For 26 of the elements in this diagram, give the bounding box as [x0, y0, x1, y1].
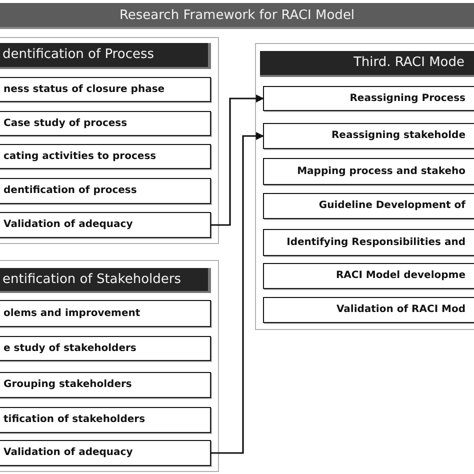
step-box: Reassigning Process — [262, 86, 474, 110]
step-box: Reassigning stakeholde — [262, 122, 474, 148]
step-box: Validation of RACI Mod — [262, 296, 474, 322]
connector-arrow — [211, 132, 264, 454]
step-box: Case study of process — [0, 110, 210, 136]
step-box: RACI Model developme — [262, 262, 474, 288]
step-box: dentification of process — [0, 178, 210, 204]
group-header: dentification of Process — [0, 42, 210, 68]
step-box: Mapping process and stakeho — [262, 158, 474, 184]
step-box: Guideline Development of — [262, 192, 474, 218]
step-box: Validation of adequacy — [0, 212, 210, 238]
group-panel — [0, 37, 219, 244]
step-box: Identifying Responsibilities and — [262, 228, 474, 256]
step-box: Validation of adequacy — [0, 440, 210, 466]
step-box: ness status of closure phase — [0, 76, 210, 102]
step-box: cating activities to process — [0, 144, 210, 168]
group-header: entification of Stakeholders — [0, 268, 210, 292]
step-box: tification of stakeholders — [0, 406, 210, 432]
group-header: Third. RACI Mode — [260, 50, 474, 76]
step-box: e study of stakeholders — [0, 336, 210, 360]
group-panel — [0, 260, 219, 472]
group-panel — [255, 43, 474, 330]
connector-arrow — [211, 94, 264, 226]
step-box: olems and improvement — [0, 300, 210, 326]
step-box: Grouping stakeholders — [0, 372, 210, 398]
title-bar: Research Framework for RACI Model — [0, 3, 474, 29]
